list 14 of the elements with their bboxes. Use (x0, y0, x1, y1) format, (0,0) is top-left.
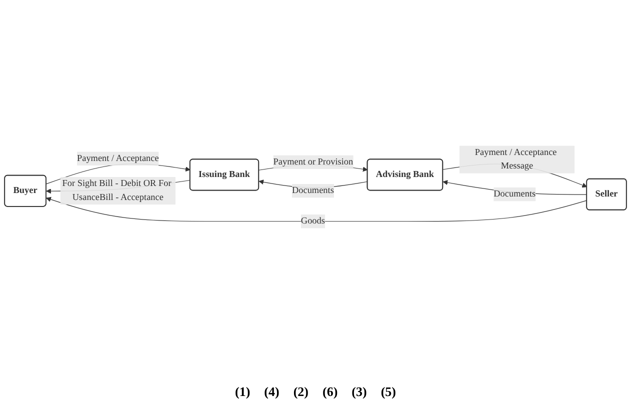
step-number: (4) (264, 384, 280, 400)
step-number: (1) (234, 384, 250, 400)
arrow (46, 196, 588, 222)
step-number: (5) (380, 384, 396, 400)
edge-label: For Sight Bill - Debit OR For UsanceBill - Acceptance (62, 178, 172, 202)
edge-label: Payment or Provision (273, 156, 354, 167)
edge-label: Documents (494, 189, 536, 199)
edge-label: Goods (300, 216, 325, 226)
edge-label: Payment / Acceptance Message (474, 147, 557, 172)
step-number: (2) (293, 384, 308, 400)
step-number: (6) (322, 384, 338, 400)
edge-label: Documents (292, 186, 334, 196)
step-number: (3) (352, 384, 367, 400)
edge-label: Payment / Acceptance (76, 153, 159, 164)
